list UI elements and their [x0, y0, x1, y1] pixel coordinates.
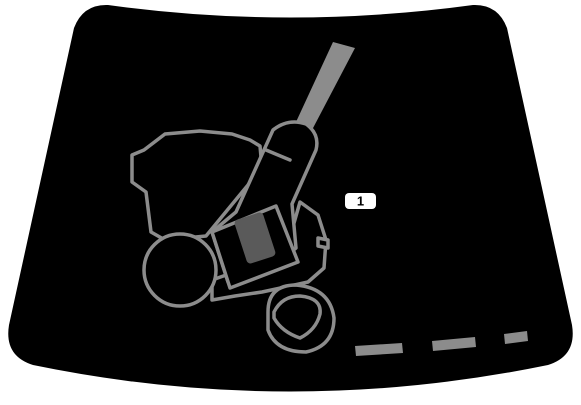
spool-head	[144, 234, 216, 306]
callout-number: 1	[357, 194, 364, 209]
housing-notch	[318, 238, 328, 248]
callout-1: 1	[345, 193, 376, 209]
